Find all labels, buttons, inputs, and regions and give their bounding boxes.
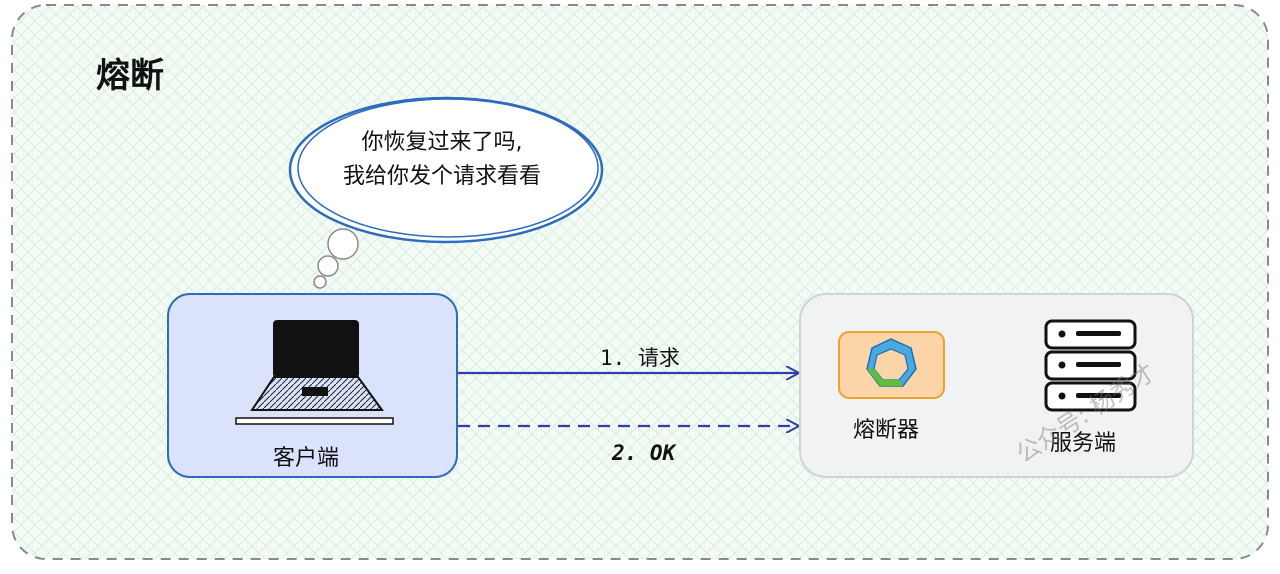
- heptagon-ring-icon: [866, 338, 917, 387]
- diagram-title: 熔断: [96, 56, 164, 96]
- response-arrow-label: 2. OK: [612, 441, 676, 465]
- thought-bubble-line-1: 你恢复过来了吗,: [361, 130, 523, 155]
- request-arrow-label: 1. 请求: [600, 346, 680, 370]
- client-label: 客户端: [273, 446, 340, 471]
- thought-bubble-line-2: 我给你发个请求看看: [342, 164, 541, 189]
- thought-bubble-text: 你恢复过来了吗, 我给你发个请求看看: [292, 126, 592, 194]
- server-rack-icon: [1044, 319, 1137, 412]
- thought-bubble: [288, 96, 604, 289]
- breaker-label: 熔断器: [853, 418, 920, 443]
- server-label: 服务端: [1050, 431, 1117, 456]
- laptop-icon: [235, 320, 394, 425]
